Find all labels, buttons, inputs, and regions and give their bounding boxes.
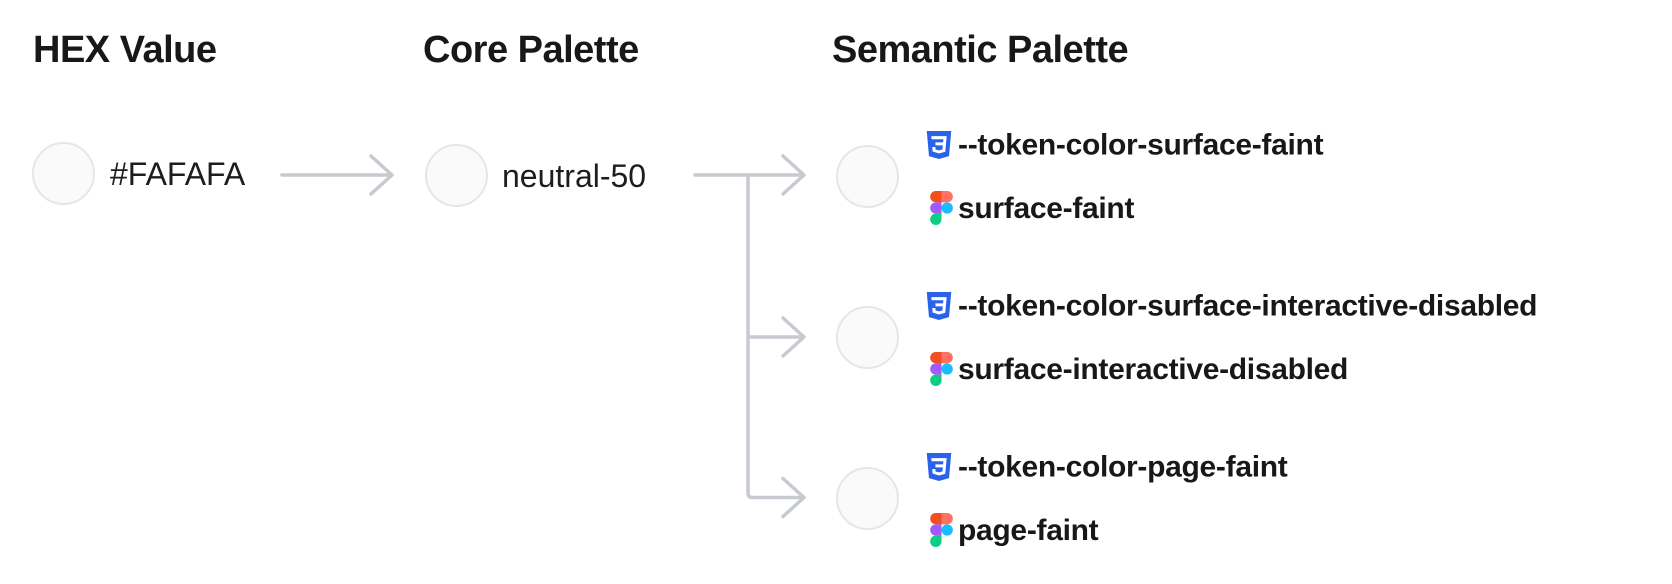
figma-icon	[925, 191, 958, 225]
figma-token-row: page-faint	[925, 513, 1099, 547]
css-token-row: --token-color-surface-faint	[925, 128, 1324, 162]
css-variable-label: --token-color-page-faint	[958, 450, 1288, 484]
arrowhead-semantic-1	[781, 154, 806, 196]
hex-column-heading: HEX Value	[33, 29, 217, 71]
figma-style-label: surface-faint	[958, 191, 1135, 225]
core-value-label: neutral-50	[502, 157, 647, 194]
css-variable-label: --token-color-surface-faint	[958, 128, 1324, 162]
semantic-swatch-surface-interactive-disabled	[836, 305, 899, 369]
figma-token-row: surface-faint	[925, 191, 1134, 225]
css3-icon	[925, 130, 958, 161]
core-swatch	[425, 144, 488, 207]
hex-value-label: #FAFAFA	[110, 155, 246, 192]
arrowhead-semantic-2	[781, 316, 806, 358]
semantic-swatch-surface-faint	[836, 144, 899, 208]
css-token-row: --token-color-page-faint	[925, 450, 1288, 484]
arrowhead-semantic-3	[781, 476, 806, 519]
css3-icon	[925, 452, 958, 483]
arrowhead-hex-to-core	[369, 154, 394, 196]
css-token-row: --token-color-surface-interactive-disabl…	[925, 289, 1538, 323]
figma-icon	[925, 513, 958, 547]
core-column-heading: Core Palette	[423, 29, 639, 71]
figma-style-label: page-faint	[958, 513, 1099, 547]
figma-style-label: surface-interactive-disabled	[958, 352, 1349, 386]
css3-icon	[925, 291, 958, 322]
figma-token-row: surface-interactive-disabled	[925, 352, 1348, 386]
semantic-swatch-page-faint	[836, 466, 899, 530]
css-variable-label: --token-color-surface-interactive-disabl…	[958, 289, 1538, 323]
hex-swatch	[32, 142, 95, 205]
figma-icon	[925, 352, 958, 386]
branch-trunk	[746, 173, 802, 500]
semantic-column-heading: Semantic Palette	[832, 29, 1129, 71]
